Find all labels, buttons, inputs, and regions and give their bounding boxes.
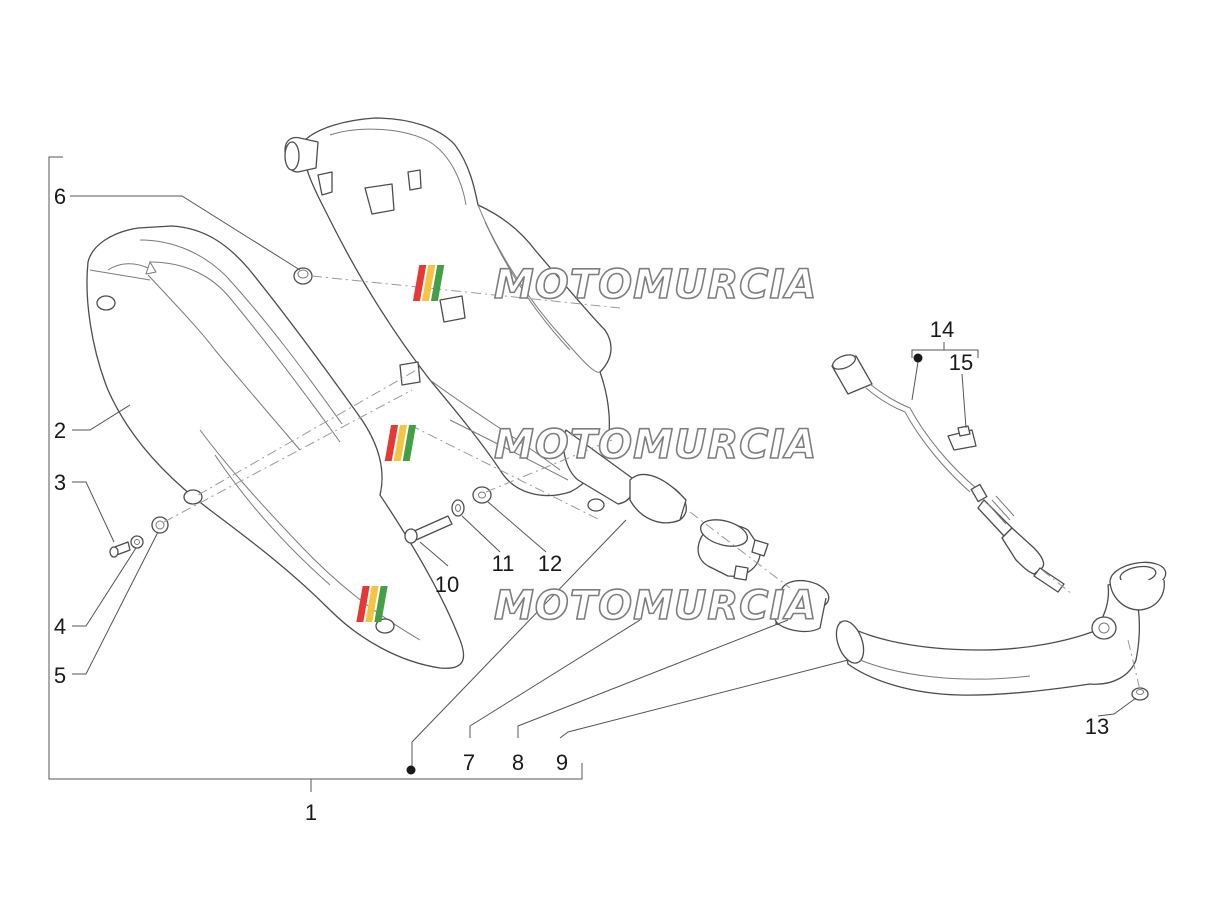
watermark-text-middle: MOTOMURCIA	[494, 422, 817, 468]
flange-nut	[1131, 687, 1149, 701]
exhaust-clamp	[697, 519, 769, 581]
sensor-clip	[947, 425, 977, 451]
callout-12: 12	[538, 551, 562, 576]
assembly-axes	[163, 275, 1141, 691]
callout-4: 4	[54, 614, 66, 639]
assembly-bracket-1	[48, 156, 583, 792]
watermark-bottom: MOTOMURCIA	[356, 582, 817, 630]
callout-13: 13	[1085, 714, 1109, 739]
callout-8: 8	[512, 750, 524, 775]
lambda-sensor	[831, 354, 1065, 593]
watermark-middle: MOTOMURCIA	[384, 421, 817, 469]
callout-11: 11	[492, 551, 515, 576]
callout-dot-14	[913, 353, 923, 363]
callout-15: 15	[949, 350, 973, 375]
heat-shield-cover	[86, 225, 465, 669]
silencer-body	[284, 117, 687, 524]
watermark-text-top: MOTOMURCIA	[494, 262, 817, 308]
callout-7: 7	[463, 750, 475, 775]
callout-9: 9	[556, 750, 568, 775]
gasket-sleeve	[772, 579, 830, 633]
callout-1: 1	[305, 800, 317, 825]
callout-14: 14	[930, 317, 954, 342]
callout-5: 5	[54, 663, 66, 688]
callout-labels: 1 2 3 4 5 6 7 8 9 10 11 12 13 14 15	[54, 184, 1109, 825]
exhaust-manifold-pipe	[835, 561, 1167, 696]
callout-6: 6	[54, 184, 66, 209]
leader-lines	[70, 195, 1137, 775]
callout-2: 2	[54, 418, 66, 443]
callout-10: 10	[435, 572, 459, 597]
hardware	[109, 267, 492, 558]
callout-dot-1	[406, 765, 416, 775]
callout-3: 3	[54, 470, 66, 495]
watermark-top: MOTOMURCIA	[412, 261, 817, 309]
watermark-text-bottom: MOTOMURCIA	[494, 583, 817, 629]
